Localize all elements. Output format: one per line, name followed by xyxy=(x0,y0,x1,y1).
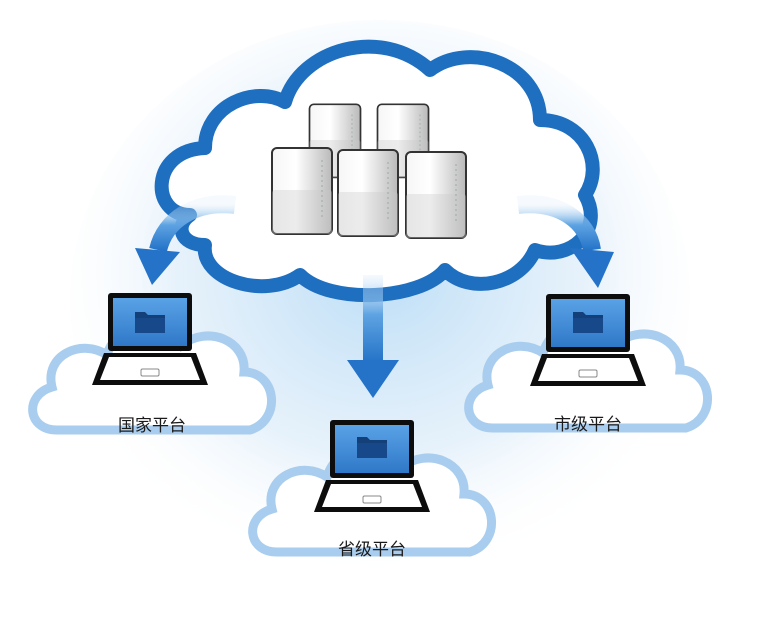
municipal-platform-node: 市级平台 xyxy=(469,293,708,435)
laptop-icon xyxy=(529,293,647,387)
arrow-to-national xyxy=(135,195,237,285)
server-icon xyxy=(405,151,467,239)
provincial-platform-node: 省级平台 xyxy=(253,419,492,560)
folder-icon xyxy=(357,437,387,458)
folder-icon xyxy=(573,312,603,333)
municipal-platform-label: 市级平台 xyxy=(554,415,622,435)
arrow-to-municipal xyxy=(516,195,614,288)
national-platform-label: 国家平台 xyxy=(118,416,186,436)
laptop-icon xyxy=(91,292,209,386)
arrow-to-provincial xyxy=(347,275,399,398)
laptop-icon xyxy=(313,419,431,513)
national-platform-node: 国家平台 xyxy=(33,292,272,436)
server-icon xyxy=(337,149,399,237)
server-icon xyxy=(271,147,333,235)
folder-icon xyxy=(135,312,165,333)
provincial-platform-label: 省级平台 xyxy=(338,540,406,560)
